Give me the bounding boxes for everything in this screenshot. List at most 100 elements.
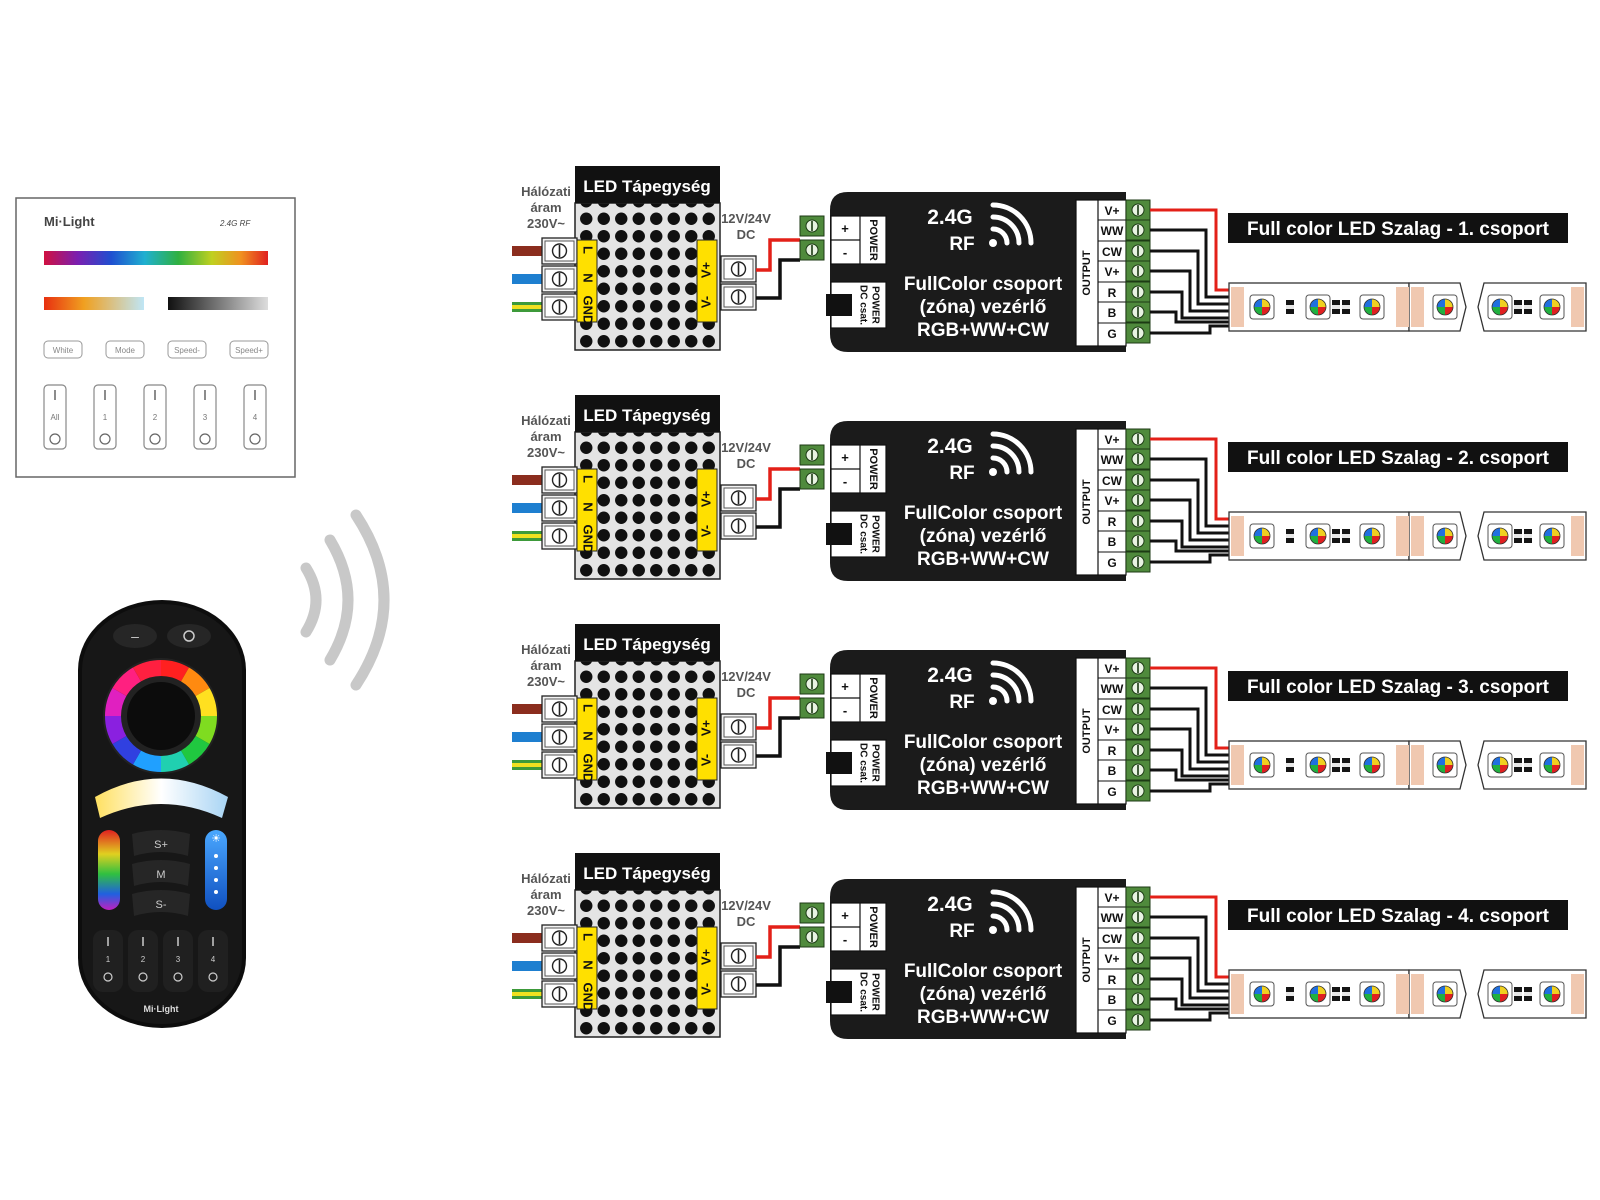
resistor-icon (1332, 300, 1340, 314)
led-chip-icon (1305, 752, 1331, 778)
psu-output-label: V- (698, 754, 713, 766)
psu-input-terminal (541, 522, 578, 550)
mains-label-line: áram (530, 429, 561, 444)
minus-button[interactable] (113, 624, 157, 648)
remote-key-label: M (156, 869, 165, 881)
power-button[interactable] (167, 624, 211, 648)
output-pin-block (1075, 199, 1127, 347)
wire-dc-negative (756, 716, 800, 758)
wall-zone-label: 1 (103, 413, 108, 422)
psu-input-strip (576, 697, 598, 781)
controller-title-line: RGB+WW+CW (917, 1007, 1049, 1028)
wall-zone-button-2[interactable]: 2 (143, 384, 167, 450)
resistor-icon (1342, 529, 1350, 543)
output-wires (1150, 666, 1240, 793)
remote-key-1[interactable]: M (132, 860, 190, 886)
output-terminal (1125, 510, 1151, 532)
dc-socket-label: POWER (869, 744, 880, 783)
resistor-icon (1286, 300, 1294, 314)
remote-key-label: S+ (154, 839, 168, 851)
output-pin-label: V+ (1104, 723, 1119, 737)
dc-socket-icon (826, 523, 852, 545)
psu-output-label: V+ (698, 490, 713, 507)
psu-output-terminal (720, 970, 757, 998)
dc-label-line: 12V/24V (721, 211, 771, 226)
resistor-icon (1524, 758, 1532, 772)
wire-dc-negative (756, 487, 800, 529)
color-slider[interactable] (98, 830, 120, 910)
output-wires (1150, 437, 1240, 564)
wall-button-4[interactable]: Speed+ (229, 340, 269, 359)
rf-label: RF (949, 692, 974, 713)
output-terminal (1125, 886, 1151, 908)
output-terminal (1125, 718, 1151, 740)
led-chip-icon (1432, 523, 1458, 549)
controller-title-line: RGB+WW+CW (917, 778, 1049, 799)
psu-input-label: GND (581, 296, 596, 325)
wall-zone-label: All (51, 413, 60, 422)
psu-input-strip (576, 926, 598, 1010)
center-button[interactable] (127, 682, 195, 750)
psu-input-terminal (541, 695, 578, 723)
wall-button-label: Speed+ (235, 346, 263, 355)
controller-title-line: FullColor csoport (904, 961, 1063, 982)
resistor-icon (1514, 300, 1522, 314)
warm-white-bar[interactable] (44, 297, 144, 310)
mains-label-line: 230V~ (527, 445, 565, 460)
psu-output-strip (696, 926, 718, 1010)
psu-output-strip (696, 697, 718, 781)
psu-input-label: L (581, 475, 596, 483)
color-wheel[interactable] (105, 660, 217, 772)
remote-key-0[interactable]: S+ (132, 830, 190, 856)
rf-label: RF (949, 463, 974, 484)
dc-label-line: 12V/24V (721, 669, 771, 684)
power-pin-label: - (843, 703, 847, 718)
white-arc-slider[interactable] (95, 778, 228, 819)
wall-button-3[interactable]: Speed- (167, 340, 207, 359)
brightness-bar[interactable] (168, 297, 268, 310)
output-terminal (1125, 698, 1151, 720)
controller-title-line: (zóna) vezérlő (920, 984, 1047, 1005)
wall-zone-button-3[interactable]: 3 (193, 384, 217, 450)
dc-socket-icon (826, 752, 852, 774)
remote-key-2[interactable]: S- (132, 890, 190, 916)
wall-button-1[interactable]: White (43, 340, 83, 359)
led-strip (1228, 969, 1587, 1019)
psu-output-label: V+ (698, 261, 713, 278)
wall-button-2[interactable]: Mode (105, 340, 145, 359)
strip-label-text: Full color LED Szalag - 3. csoport (1247, 677, 1550, 698)
output-pin-label: G (1107, 1014, 1116, 1028)
led-chip-icon (1432, 294, 1458, 320)
output-terminal (1125, 281, 1151, 303)
led-chip-icon (1487, 523, 1513, 549)
remote-zone-button-2[interactable]: 2 (128, 930, 158, 992)
dc-label-line: DC (737, 685, 756, 700)
wall-zone-label: 3 (203, 413, 208, 422)
mains-label-line: Hálózati (521, 642, 571, 657)
remote-zone-button-1[interactable]: 1 (93, 930, 123, 992)
wall-zone-button-1[interactable]: 1 (93, 384, 117, 450)
output-wires (1150, 208, 1240, 335)
wireless-icon (989, 202, 1034, 247)
wall-zone-button-0[interactable]: All (43, 384, 67, 450)
output-pin-label: R (1108, 973, 1117, 987)
led-strip (1228, 511, 1587, 561)
remote-zone-button-4[interactable]: 4 (198, 930, 228, 992)
led-chip-icon (1487, 981, 1513, 1007)
remote-zone-button-3[interactable]: 3 (163, 930, 193, 992)
wall-zone-button-4[interactable]: 4 (243, 384, 267, 450)
output-pin-label: G (1107, 327, 1116, 341)
output-pin-label: WW (1101, 682, 1124, 696)
led-chip-icon (1249, 752, 1275, 778)
wire-l (512, 475, 543, 485)
color-wheel-segment (161, 660, 189, 682)
minus-icon: – (131, 628, 139, 644)
color-wheel-segment (133, 750, 161, 772)
color-wheel-segment (112, 667, 141, 696)
color-bar[interactable] (44, 251, 268, 265)
output-pin-label: V+ (1104, 204, 1119, 218)
